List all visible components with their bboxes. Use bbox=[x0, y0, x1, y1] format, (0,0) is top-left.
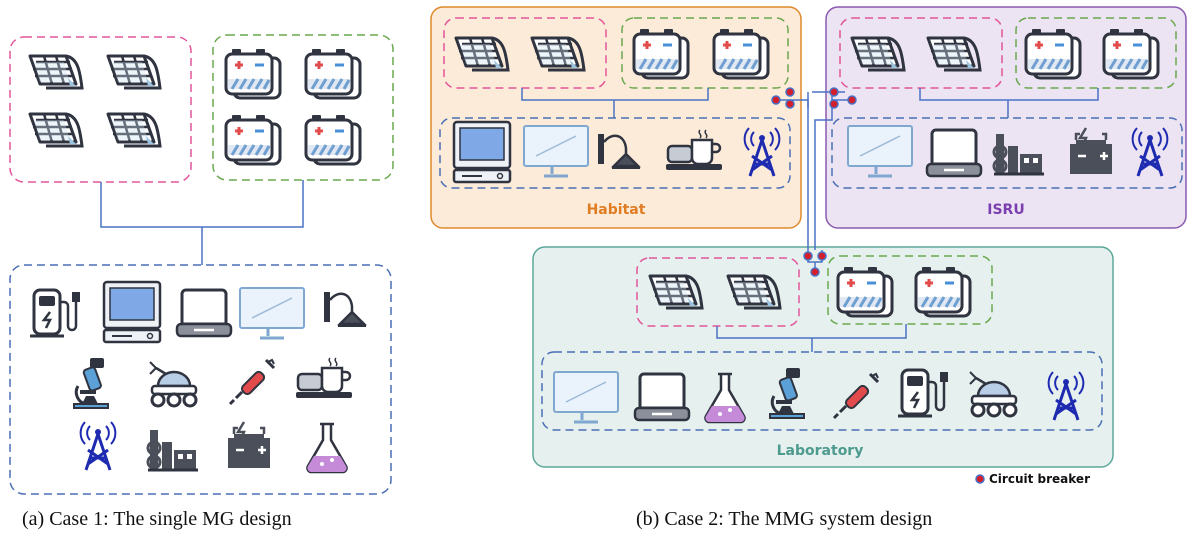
antenna-icon bbox=[79, 420, 117, 472]
battery-icon bbox=[224, 113, 282, 166]
laboratory-group: Laboratory bbox=[532, 246, 1114, 468]
habitat-load-group bbox=[439, 117, 791, 189]
fuel-charger-icon bbox=[28, 288, 82, 338]
factory-icon bbox=[146, 428, 200, 472]
battery-icon bbox=[632, 27, 690, 80]
legend-breaker-marker bbox=[975, 474, 985, 484]
solar-panel-icon bbox=[106, 112, 162, 148]
habitat-group: Habitat bbox=[430, 6, 802, 229]
case1-bus-line bbox=[100, 180, 304, 265]
isru-label: ISRU bbox=[987, 202, 1024, 218]
lamp-icon bbox=[322, 290, 368, 328]
legend: Circuit breaker bbox=[975, 472, 1090, 486]
interconnect-line-habitat-isru bbox=[776, 91, 845, 108]
circuit-breaker bbox=[785, 87, 795, 97]
microgrid-diagram: Habitat ISRU Labo bbox=[9, 6, 1187, 495]
solar-panel-icon bbox=[28, 112, 84, 148]
microscope-icon bbox=[72, 356, 110, 410]
laboratory-container bbox=[532, 246, 1114, 468]
case1-load-group bbox=[9, 264, 392, 495]
monitor-icon bbox=[238, 286, 306, 340]
circuit-breaker bbox=[829, 99, 839, 109]
circuit-breaker bbox=[817, 251, 827, 261]
circuit-breaker bbox=[771, 95, 781, 105]
battery-icon bbox=[1024, 27, 1082, 80]
circuit-breaker bbox=[829, 87, 839, 97]
battery-icon bbox=[1102, 27, 1160, 80]
lab-battery-group bbox=[827, 255, 993, 325]
case2-caption: (b) Case 2: The MMG system design bbox=[636, 508, 933, 530]
legend-breaker-label: Circuit breaker bbox=[989, 472, 1090, 486]
solar-panel-icon bbox=[28, 54, 84, 90]
lab-solar-group bbox=[636, 257, 800, 327]
circuit-breaker bbox=[785, 99, 795, 109]
computer-icon bbox=[102, 280, 162, 344]
battery-icon bbox=[304, 113, 362, 166]
habitat-bus-line bbox=[521, 88, 709, 118]
soldering-iron-icon bbox=[228, 358, 276, 406]
isru-bus-line bbox=[919, 88, 1099, 118]
lab-load-group bbox=[541, 351, 1103, 431]
isru-group: ISRU bbox=[825, 6, 1187, 229]
circuit-breaker bbox=[847, 95, 857, 105]
battery-icon bbox=[224, 47, 282, 100]
habitat-solar-group bbox=[443, 17, 607, 89]
interconnection bbox=[771, 87, 857, 277]
battery-icon bbox=[836, 265, 894, 318]
laptop-icon bbox=[175, 288, 233, 338]
battery-icon bbox=[914, 265, 972, 318]
power-plant-icon bbox=[226, 420, 272, 470]
isru-battery-group bbox=[1015, 17, 1177, 89]
habitat-label: Habitat bbox=[587, 202, 646, 218]
case1-caption: (a) Case 1: The single MG design bbox=[22, 508, 292, 530]
coffee-icon bbox=[294, 356, 354, 400]
laptop-icon bbox=[925, 128, 983, 178]
lab-bus-line bbox=[716, 324, 907, 352]
isru-load-group bbox=[831, 117, 1183, 189]
laptop-icon bbox=[633, 372, 691, 422]
battery-icon bbox=[712, 27, 770, 80]
laboratory-label: Laboratory bbox=[777, 443, 864, 459]
flask-icon bbox=[306, 422, 348, 474]
rover-icon bbox=[148, 360, 198, 408]
case1-group bbox=[9, 34, 394, 495]
isru-solar-group bbox=[839, 17, 1003, 89]
battery-icon bbox=[304, 47, 362, 100]
circuit-breaker bbox=[803, 251, 813, 261]
computer-icon bbox=[452, 120, 512, 184]
circuit-breaker bbox=[810, 267, 820, 277]
solar-panel-icon bbox=[106, 54, 162, 90]
habitat-battery-group bbox=[621, 17, 789, 89]
